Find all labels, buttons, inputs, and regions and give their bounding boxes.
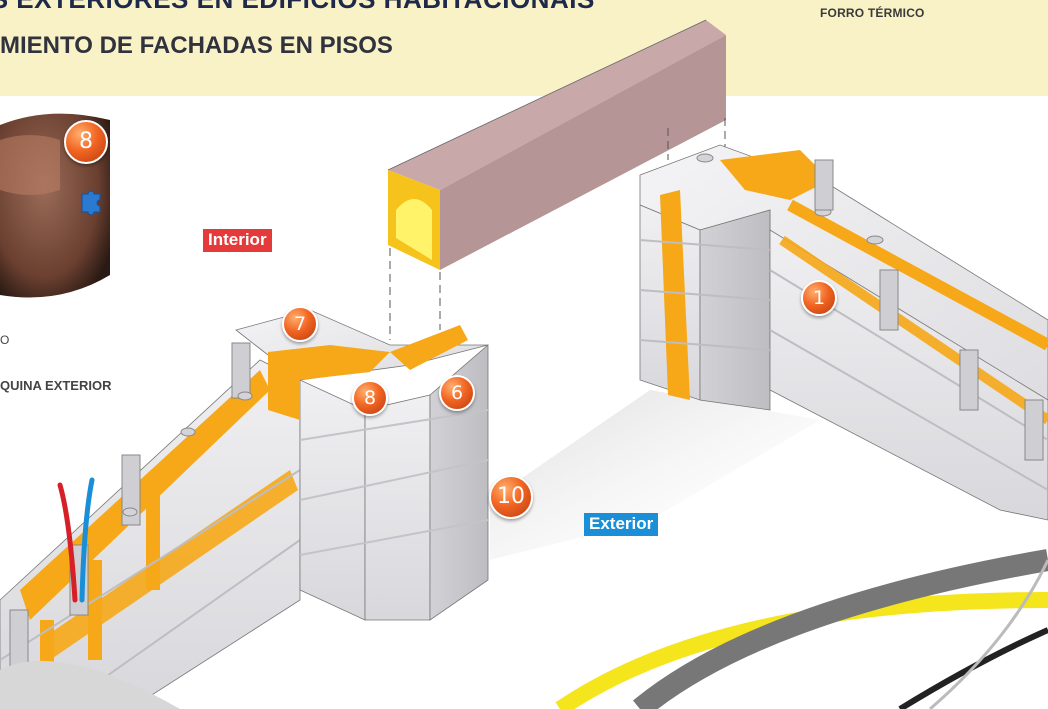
right-caption: FORRO TÉRMICO xyxy=(820,6,925,20)
puzzle-icon xyxy=(81,190,101,216)
decorative-corner xyxy=(0,660,180,709)
page-title-line1: OS EXTERIORES EN EDIFICIOS HABITACIONAIS xyxy=(0,0,595,15)
floor-shadow xyxy=(490,390,820,560)
badge-8: 8 xyxy=(352,380,388,416)
right-wall xyxy=(639,144,1048,521)
header-banner xyxy=(0,0,1048,96)
decorative-swooshes xyxy=(555,549,1048,709)
interior-label: Interior xyxy=(203,229,272,252)
left-wall xyxy=(0,309,489,709)
badge-1: 1 xyxy=(801,280,837,316)
badge-6: 6 xyxy=(439,375,475,411)
badge-8-photo: 8 xyxy=(64,120,108,164)
pipes xyxy=(57,477,95,603)
guide-lines xyxy=(389,118,726,340)
badge-7: 7 xyxy=(282,306,318,342)
badge-10: 10 xyxy=(489,475,533,519)
exterior-label: Exterior xyxy=(584,513,659,536)
page-title-line2: MIENTO DE FACHADAS EN PISOS xyxy=(0,32,393,59)
left-caption: QUINA EXTERIOR xyxy=(0,378,112,393)
left-fragment: O xyxy=(0,333,10,347)
u-beam xyxy=(387,19,726,270)
